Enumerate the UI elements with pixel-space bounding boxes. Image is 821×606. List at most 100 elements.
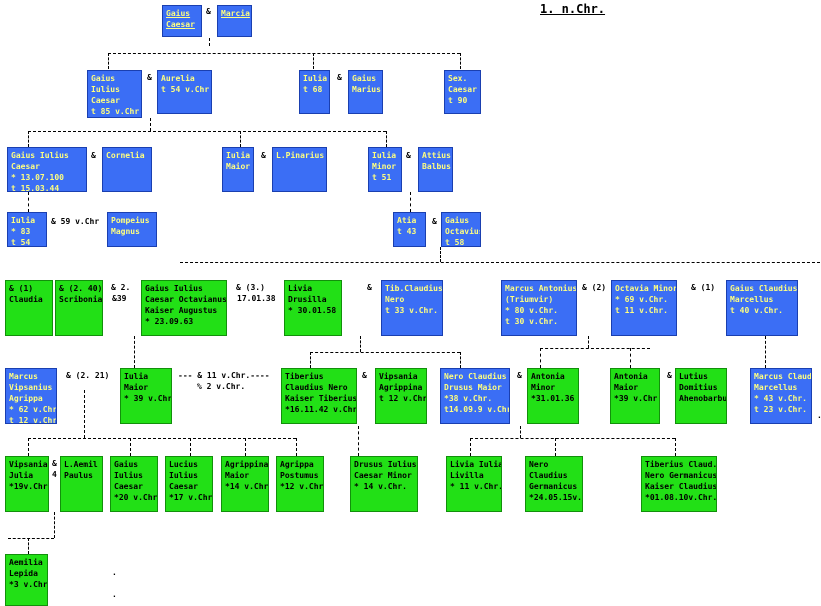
person-box-marcia[interactable]: Marcia xyxy=(217,5,252,37)
person-line: Octavia Minor xyxy=(615,284,677,293)
person-line: Livia Iulia xyxy=(450,460,502,469)
person-line: Marcus Antonius xyxy=(505,284,577,293)
person-line: Claudius xyxy=(529,471,568,480)
person-line: Marcus xyxy=(9,372,38,381)
person-line: Marcellus xyxy=(730,295,774,304)
person-line: Paulus xyxy=(64,471,93,480)
person-box-l-pinarius[interactable]: L.Pinarius xyxy=(272,147,327,192)
person-line: Magnus xyxy=(111,227,140,236)
person-line: Iulius xyxy=(114,471,143,480)
person-box-scribonia[interactable]: & (2. 40)Scribonia xyxy=(55,280,103,336)
person-line: Balbus xyxy=(422,162,451,171)
person-box-cornelia[interactable]: Cornelia xyxy=(102,147,152,192)
person-line: Lutius xyxy=(679,372,708,381)
person-line: *31.01.36 xyxy=(531,394,575,403)
person-line: Minor xyxy=(372,162,397,171)
person-line: Atia xyxy=(397,216,417,225)
person-line: & (2. 40) xyxy=(59,284,103,293)
marriage-symbol: & xyxy=(147,73,152,82)
person-line: Minor xyxy=(531,383,556,392)
person-line: * 14 v.Chr. xyxy=(354,482,407,491)
person-box-marcus-antonius[interactable]: Marcus Antonius(Triumvir)* 80 v.Chr.t 30… xyxy=(501,280,577,336)
person-line: Antonia xyxy=(614,372,648,381)
marriage-symbol: & xyxy=(517,371,522,380)
person-line: Attius xyxy=(422,151,451,160)
marriage-label: & 2. xyxy=(111,283,131,292)
person-line: t14.09.9 v.Chr xyxy=(444,405,510,414)
person-line: Caesar xyxy=(114,482,143,491)
person-line: Gaius Claudius xyxy=(730,284,798,293)
person-line: t 15.03.44 xyxy=(11,184,60,192)
person-line: * 39 v.Chr xyxy=(124,394,172,403)
person-line: Gaius xyxy=(352,74,377,83)
person-line: Gaius Iulius xyxy=(11,151,69,160)
person-line: *38 v.Chr. xyxy=(444,394,493,403)
person-line: Nero Claudius xyxy=(444,372,507,381)
person-line: t 85 v.Chr xyxy=(91,107,140,116)
person-line: Drusus Iulius xyxy=(354,460,417,469)
person-line: Livia xyxy=(288,284,313,293)
person-line: Iulia xyxy=(11,216,36,225)
person-line: Pompeius xyxy=(111,216,150,225)
person-line: t 43 xyxy=(397,227,417,236)
person-line: Gaius Iulius xyxy=(145,284,203,293)
person-line: L.Pinarius xyxy=(276,151,325,160)
person-line: * 23.09.63 xyxy=(145,317,194,326)
person-line: *24.05.15v. xyxy=(529,493,582,502)
person-line: * 83 xyxy=(11,227,31,236)
person-box-kaiser-claudius[interactable]: Tiberius Claud.Nero Germanicus.Kaiser Cl… xyxy=(641,456,717,512)
person-box-octavia-minor[interactable]: Octavia Minor* 69 v.Chr.t 11 v.Chr. xyxy=(611,280,677,336)
person-box-claudia[interactable]: & (1)Claudia xyxy=(5,280,53,336)
marriage-date: % 2 v.Chr. xyxy=(197,382,246,391)
person-line: Octavius xyxy=(445,227,481,236)
marriage-symbol: & xyxy=(52,459,57,468)
person-line: Aurelia xyxy=(161,74,195,83)
person-line: Caesar xyxy=(91,96,120,105)
person-line: t 90 xyxy=(448,96,468,105)
person-line: Iulius xyxy=(91,85,120,94)
person-line: Aemilia xyxy=(9,558,43,567)
person-line: Gaius xyxy=(114,460,139,469)
person-box-atia[interactable]: Atia t 43 xyxy=(393,212,426,247)
person-line: * 62 v.Chr xyxy=(9,405,57,414)
person-line: Gaius xyxy=(445,216,470,225)
person-line: t 11 v.Chr. xyxy=(615,306,668,315)
person-line: *01.08.10v.Chr. xyxy=(645,493,717,502)
